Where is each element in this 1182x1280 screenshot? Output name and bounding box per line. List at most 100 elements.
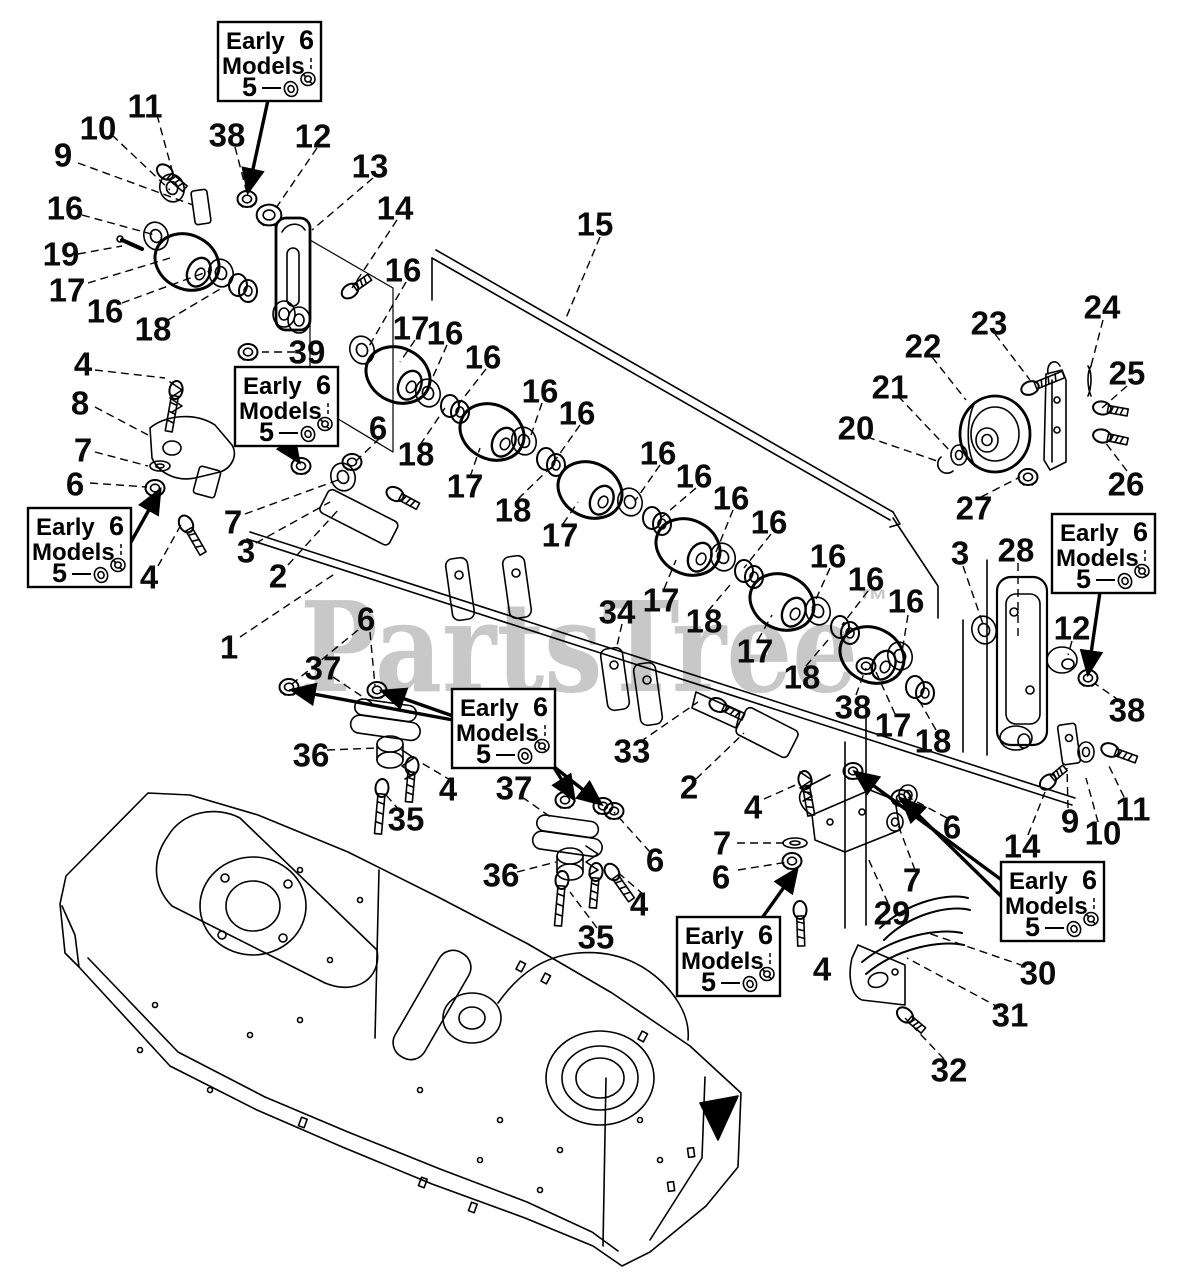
part-number-25: 25 — [1109, 355, 1146, 392]
upper-rod — [431, 249, 988, 756]
early-models-line1: Early — [685, 923, 744, 950]
nut-icon — [317, 416, 333, 432]
part-number-17: 17 — [875, 707, 912, 744]
part-number-35: 35 — [388, 801, 425, 838]
leader-line — [121, 269, 213, 304]
part-number-9: 9 — [1061, 803, 1079, 840]
leader-line — [239, 572, 337, 638]
washer-icon — [1066, 920, 1082, 938]
mower-deck — [59, 792, 742, 1267]
part-number-16: 16 — [848, 561, 885, 598]
leader-line — [469, 447, 481, 478]
leader-line — [841, 590, 869, 626]
bolt — [797, 770, 816, 817]
early-models-num-6: 6 — [1082, 865, 1097, 895]
early-models-line2: Models — [239, 398, 322, 425]
spacer — [536, 447, 566, 477]
leader-line — [1101, 385, 1128, 409]
early-models-leader — [551, 765, 576, 802]
part-number-12: 12 — [295, 118, 332, 155]
bolt — [373, 778, 390, 835]
bolt — [340, 273, 373, 300]
early-models-num-5: 5 — [52, 558, 67, 588]
leader-line — [311, 177, 374, 231]
early-models-line2: Models — [1056, 545, 1139, 572]
part-number-13: 13 — [352, 148, 389, 185]
nut-icon — [1083, 911, 1099, 927]
leader-line — [111, 134, 171, 191]
spacer — [830, 615, 860, 645]
part-number-37: 37 — [496, 770, 533, 807]
early-models-leader — [551, 764, 604, 807]
leader-line — [562, 501, 579, 525]
part-number-23: 23 — [971, 305, 1008, 342]
early-models-line1: Early — [243, 373, 302, 400]
nut-icon — [300, 71, 316, 87]
part-number-4: 4 — [439, 771, 458, 808]
part-number-31: 31 — [992, 997, 1029, 1034]
spacer — [734, 559, 764, 589]
early-models-num-6: 6 — [109, 511, 124, 541]
part-number-6: 6 — [943, 809, 961, 846]
leader-line — [613, 811, 651, 853]
part-number-11: 11 — [128, 88, 163, 125]
gauge-wheel-assembly — [937, 361, 1092, 474]
bolt — [1100, 742, 1139, 764]
bolt — [177, 514, 207, 556]
early-models-line2: Models — [1005, 893, 1088, 920]
early-models-line2: Models — [456, 720, 539, 747]
part-number-16: 16 — [559, 395, 596, 432]
part-number-18: 18 — [784, 659, 821, 696]
part-number-7: 7 — [224, 504, 242, 541]
leader-line — [962, 565, 984, 625]
part-number-15: 15 — [577, 206, 614, 243]
part-number-11: 11 — [1116, 791, 1151, 828]
deck-roller — [153, 232, 221, 292]
leader-line — [1085, 777, 1099, 823]
leader-line — [663, 559, 677, 590]
early-models-leader — [241, 99, 270, 196]
leader-line — [639, 701, 699, 743]
washer-icon — [517, 747, 533, 765]
part-number-16: 16 — [427, 315, 464, 352]
part-number-19: 19 — [43, 236, 80, 273]
hex-nut — [237, 343, 259, 361]
washer — [348, 335, 376, 365]
idler-bracket-28 — [995, 575, 1095, 766]
leader-line — [87, 257, 171, 284]
leader-line — [287, 507, 341, 566]
bolt — [164, 380, 184, 433]
early-models-leader — [378, 687, 454, 718]
leader-line — [1107, 763, 1125, 798]
part-number-36: 36 — [293, 737, 330, 774]
part-number-33: 33 — [614, 733, 651, 770]
leader-line — [89, 482, 148, 488]
leader-line — [867, 857, 889, 904]
part-number-17: 17 — [737, 633, 774, 670]
part-number-16: 16 — [751, 504, 788, 541]
bolt — [1092, 400, 1130, 417]
hex-nut — [236, 190, 258, 208]
leader-line — [1067, 640, 1073, 656]
leader-line — [614, 869, 645, 896]
leader-line — [931, 356, 967, 401]
leader-line — [615, 623, 623, 651]
leader-line — [427, 344, 448, 389]
washer-icon — [300, 425, 316, 443]
knob-12 — [1046, 646, 1078, 674]
leader-line — [855, 667, 867, 696]
leader-line — [811, 567, 831, 609]
part-number-12: 12 — [1054, 610, 1091, 647]
deck-roller — [364, 345, 432, 405]
part-number-3: 3 — [237, 533, 255, 570]
bolt — [603, 862, 636, 903]
cotter-pin-24 — [1087, 365, 1092, 397]
leader-line — [915, 694, 937, 731]
leader-line — [569, 891, 598, 929]
nut-icon — [759, 966, 775, 982]
early-models-leader — [275, 435, 301, 465]
